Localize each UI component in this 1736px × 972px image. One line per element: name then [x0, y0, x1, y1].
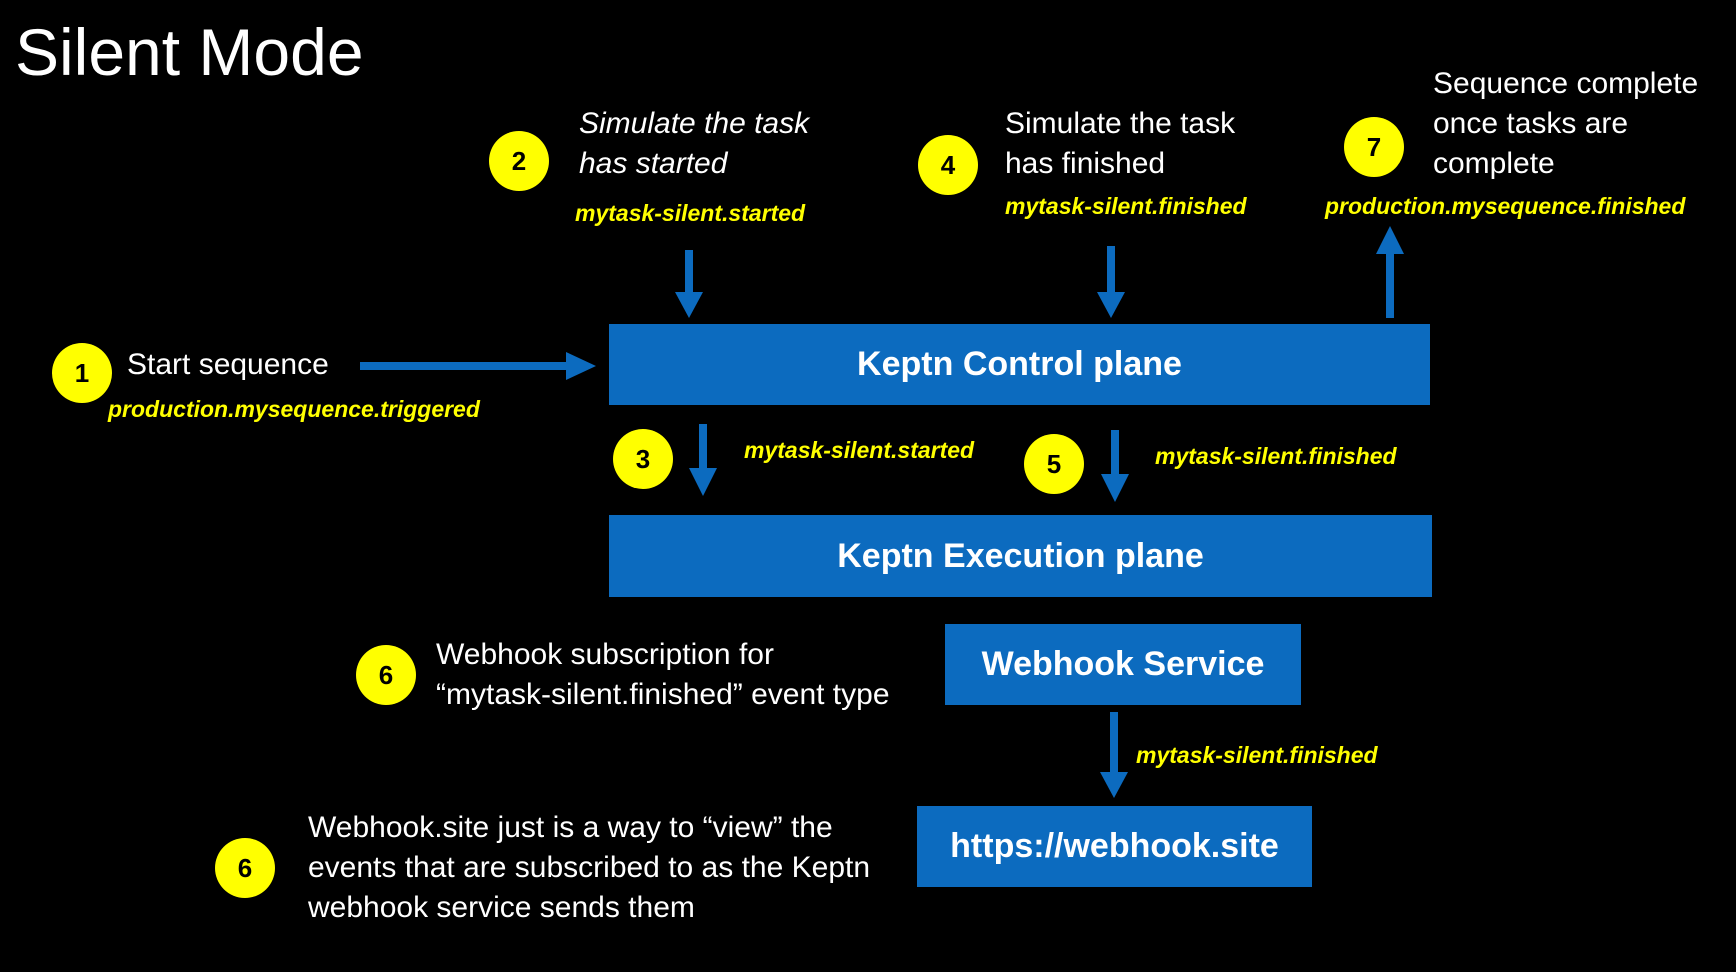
arrow-webhook-service-to-site — [1100, 712, 1128, 798]
step-6b-line2: events that are subscribed to as the Kep… — [308, 851, 871, 884]
webhook-event-label: mytask-silent.finished — [1136, 742, 1378, 768]
execution-plane-box: Keptn Execution plane — [609, 515, 1432, 597]
arrow-sequence-finished-up — [1376, 226, 1404, 318]
webhook-site-box: https://webhook.site — [917, 806, 1312, 887]
step-badge-4: 4 — [918, 135, 978, 195]
webhook-service-label: Webhook Service — [981, 645, 1265, 683]
webhook-site-label: https://webhook.site — [950, 827, 1279, 865]
step-4-line2: has finished — [1005, 147, 1166, 180]
step-badge-1: 1 — [52, 343, 112, 403]
step-3-event: mytask-silent.started — [744, 437, 975, 463]
step-6b-line3: webhook service sends them — [308, 891, 695, 924]
step-2-line1: Simulate the task — [579, 107, 810, 140]
step-7-line3: complete — [1433, 147, 1555, 180]
step-badge-6b: 6 — [215, 838, 275, 898]
step-badge-2: 2 — [489, 131, 549, 191]
arrow-started-to-execution-plane — [689, 424, 717, 496]
step-7-event: production.mysequence.finished — [1325, 193, 1686, 219]
step-1-event: production.mysequence.triggered — [108, 396, 480, 422]
page-title: Silent Mode — [15, 15, 364, 89]
arrow-finished-into-control-plane — [1097, 246, 1125, 318]
step-6a-line2: “mytask-silent.finished” event type — [436, 678, 890, 711]
step-6b-line1: Webhook.site just is a way to “view” the — [308, 811, 833, 844]
step-7-line1: Sequence complete — [1433, 67, 1699, 100]
arrow-started-into-control-plane — [675, 250, 703, 318]
control-plane-box: Keptn Control plane — [609, 324, 1430, 405]
step-5-event: mytask-silent.finished — [1155, 443, 1397, 469]
step-4-event: mytask-silent.finished — [1005, 193, 1247, 219]
step-badge-3: 3 — [613, 429, 673, 489]
step-badge-7: 7 — [1344, 117, 1404, 177]
step-7-line2: once tasks are — [1433, 107, 1629, 140]
webhook-service-box: Webhook Service — [945, 624, 1301, 705]
step-badge-5: 5 — [1024, 434, 1084, 494]
control-plane-label: Keptn Control plane — [857, 345, 1182, 383]
step-badge-6a: 6 — [356, 645, 416, 705]
step-4-line1: Simulate the task — [1005, 107, 1236, 140]
step-2-event: mytask-silent.started — [575, 200, 806, 226]
step-2-line2: has started — [579, 147, 728, 180]
execution-plane-label: Keptn Execution plane — [837, 536, 1204, 575]
step-1-label: Start sequence — [127, 348, 329, 381]
arrow-start-to-control-plane — [360, 352, 596, 380]
step-6a-line1: Webhook subscription for — [436, 638, 774, 671]
arrow-finished-to-execution-plane — [1101, 430, 1129, 502]
